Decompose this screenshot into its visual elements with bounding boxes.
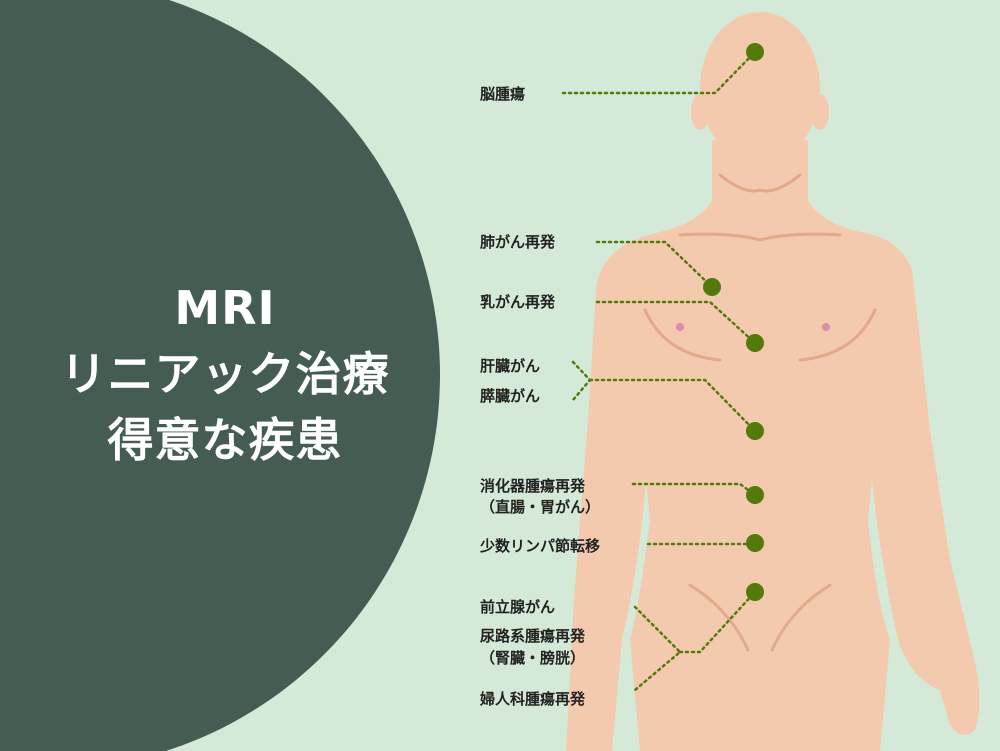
- label-gynecologic: 婦人科腫瘍再発: [480, 690, 586, 708]
- label-urinary-sub: （腎臓・膀胱）: [480, 649, 586, 667]
- page-title: MRI リニアック治療 得意な疾患: [0, 275, 450, 473]
- marker-pelvic: [746, 583, 764, 601]
- nipple-left: [676, 323, 684, 331]
- label-lymph: 少数リンパ節転移: [480, 537, 601, 555]
- leader-lines: [561, 50, 757, 692]
- marker-lymph: [746, 534, 764, 552]
- label-lung: 肺がん再発: [480, 233, 556, 251]
- title-circle: [0, 0, 440, 751]
- label-pancreas: 膵臓がん: [480, 387, 541, 405]
- marker-lung: [703, 278, 721, 296]
- marker-liver-pancreas: [746, 422, 764, 440]
- body-silhouette: [566, 12, 980, 751]
- label-prostate: 前立腺がん: [480, 598, 556, 616]
- label-liver: 肝臓がん: [480, 357, 541, 375]
- label-urinary: 尿路系腫瘍再発: [480, 627, 586, 645]
- label-digestive: 消化器腫瘍再発: [480, 477, 586, 495]
- nipple-right: [822, 323, 830, 331]
- marker-digestive: [746, 486, 764, 504]
- label-brain: 脳腫瘍: [480, 85, 526, 103]
- title-line-2: リニアック治療: [60, 347, 390, 401]
- title-line-1: MRI: [174, 281, 276, 335]
- marker-brain: [746, 43, 764, 61]
- title-line-3: 得意な疾患: [107, 413, 343, 467]
- marker-breast: [746, 334, 764, 352]
- label-breast: 乳がん再発: [480, 293, 556, 311]
- label-digestive-sub: （直腸・胃がん）: [480, 498, 601, 516]
- body-contours: [643, 173, 877, 652]
- disease-markers: [703, 43, 764, 601]
